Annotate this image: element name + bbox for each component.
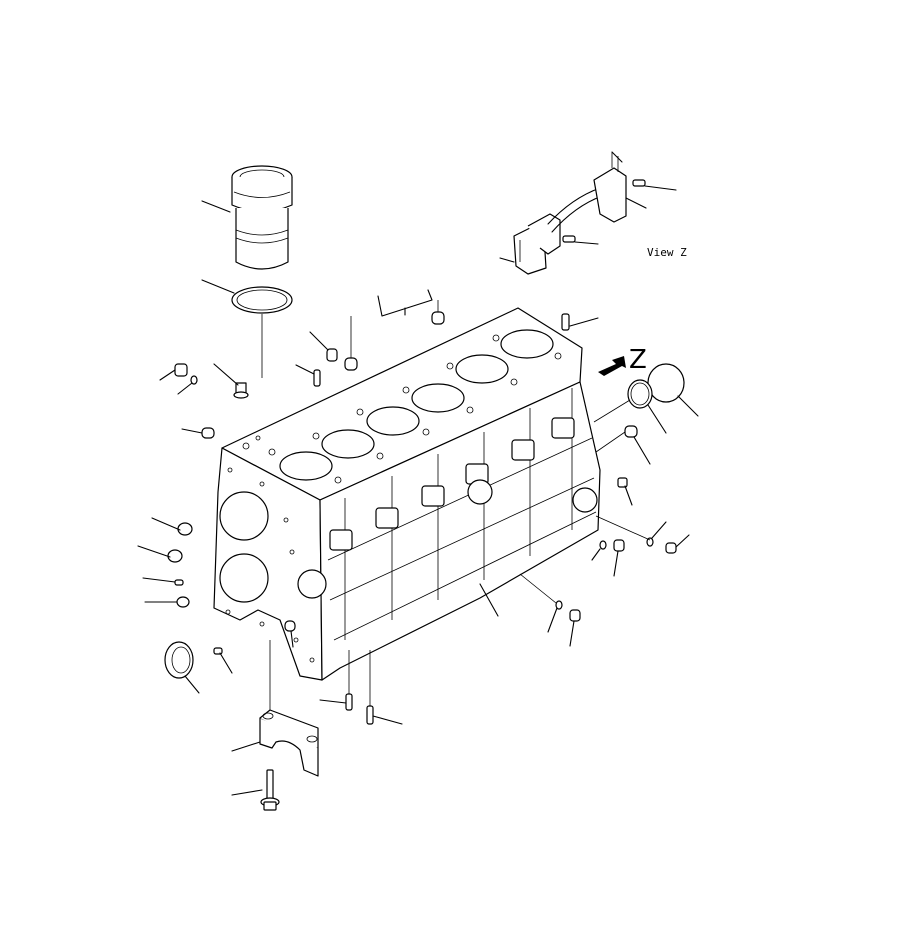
view-z-label: View Z (647, 246, 687, 259)
front-seal (164, 641, 200, 694)
main-bearing-cap (231, 709, 319, 777)
rear-cover-and-seal (519, 363, 699, 647)
left-fittings (137, 363, 249, 674)
bottom-dowels (269, 620, 403, 725)
cylinder-liner (201, 165, 293, 270)
view-z-arrow: Z (598, 345, 647, 376)
view-arrow-label: Z (629, 345, 647, 375)
view-z-detail: View Z (499, 151, 687, 275)
cylinder-block (213, 307, 601, 681)
main-bearing-bolt (231, 769, 280, 811)
liner-seal-ring (201, 279, 293, 378)
top-plugs (295, 289, 599, 387)
